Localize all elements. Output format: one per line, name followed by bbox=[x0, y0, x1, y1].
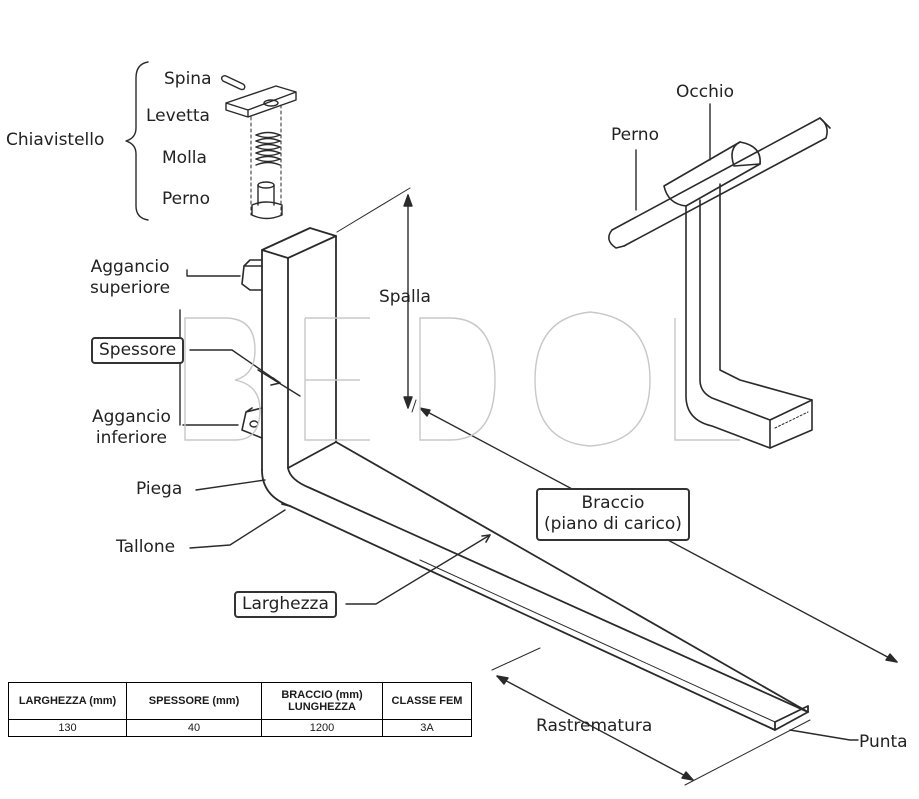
fork-blade bbox=[261, 441, 809, 731]
rastrematura-label: Rastrematura bbox=[536, 716, 653, 736]
spalla-label: Spalla bbox=[379, 287, 431, 307]
molla-part bbox=[255, 131, 281, 166]
perno-shaft-label: Perno bbox=[611, 125, 659, 145]
shaft-assembly bbox=[608, 117, 831, 449]
rastrematura-dimension bbox=[496, 675, 694, 781]
aggancio-inferiore-line1: Aggancio bbox=[92, 407, 171, 427]
punta-label: Punta bbox=[859, 732, 908, 752]
braccio-line1: Braccio bbox=[581, 493, 645, 513]
cell-braccio: 1200 bbox=[261, 719, 383, 737]
spina-label: Spina bbox=[164, 69, 212, 89]
spessore-label: Spessore bbox=[91, 337, 185, 364]
perno-pin-label: Perno bbox=[162, 189, 210, 209]
table-row: 130 40 1200 3A bbox=[8, 719, 472, 737]
cell-larghezza: 130 bbox=[8, 719, 127, 737]
braccio-label: Braccio (piano di carico) bbox=[536, 488, 690, 541]
aggancio-superiore-line2: superiore bbox=[90, 278, 171, 299]
molla-label: Molla bbox=[162, 148, 207, 168]
occhio-label: Occhio bbox=[676, 82, 734, 102]
aggancio-superiore-label: Aggancio superiore bbox=[90, 257, 170, 300]
spec-table: LARGHEZZA (mm) SPESSORE (mm) BRACCIO (mm… bbox=[8, 682, 472, 737]
cell-spessore: 40 bbox=[126, 719, 262, 737]
header-classe: CLASSE FEM bbox=[382, 682, 472, 720]
tallone-label: Tallone bbox=[116, 537, 176, 557]
header-braccio: BRACCIO (mm) LUNGHEZZA bbox=[261, 682, 383, 720]
chiavistello-label: Chiavistello bbox=[6, 130, 105, 150]
aggancio-superiore bbox=[241, 259, 263, 291]
aggancio-inferiore-label: Aggancio inferiore bbox=[92, 407, 171, 450]
spina-part bbox=[220, 74, 246, 91]
cell-classe: 3A bbox=[382, 719, 472, 737]
fork-shank bbox=[261, 227, 337, 471]
header-larghezza: LARGHEZZA (mm) bbox=[8, 682, 127, 720]
levetta-label: Levetta bbox=[146, 106, 210, 126]
levetta-part bbox=[225, 85, 297, 118]
table-header-row: LARGHEZZA (mm) SPESSORE (mm) BRACCIO (mm… bbox=[8, 682, 472, 720]
aggancio-inferiore-line2: inferiore bbox=[95, 428, 167, 449]
piega-label: Piega bbox=[136, 479, 183, 499]
aggancio-superiore-line1: Aggancio bbox=[90, 257, 170, 277]
chiavistello-brace bbox=[125, 61, 149, 221]
perno-pin-part bbox=[251, 181, 283, 220]
header-spessore: SPESSORE (mm) bbox=[126, 682, 262, 720]
larghezza-label: Larghezza bbox=[234, 591, 337, 618]
braccio-line2: (piano di carico) bbox=[544, 514, 682, 535]
